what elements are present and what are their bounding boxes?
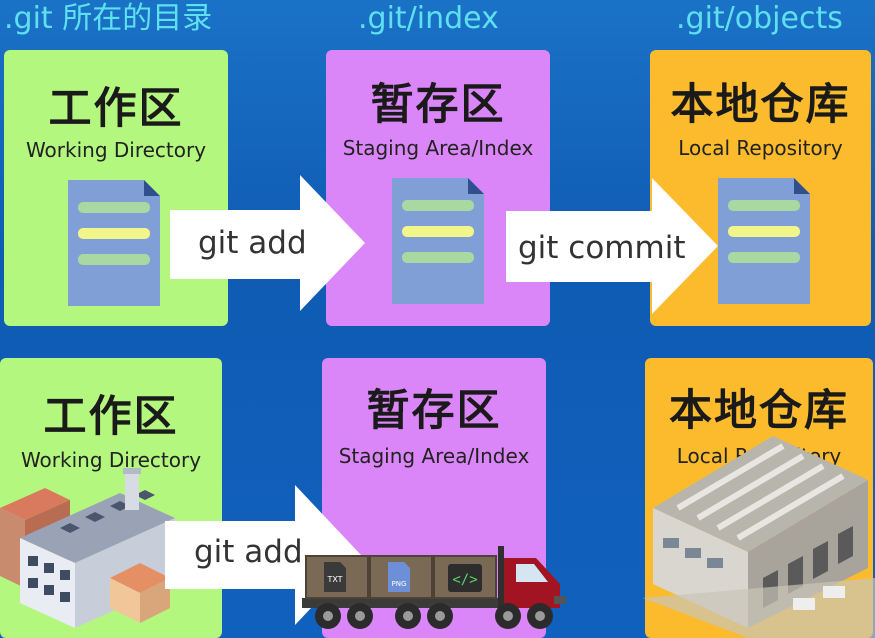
bottom-working-title: 工作区 [0,382,222,444]
crate-txt-label: TXT [326,575,342,584]
index-header: .git/index [358,0,499,38]
document-icon [392,178,484,304]
top-repo-title: 本地仓库 [650,70,871,132]
bottom-staging-title: 暂存区 [322,376,546,438]
document-icon [68,180,160,306]
top-staging-subtitle: Staging Area/Index [326,136,550,160]
warehouse-icon [643,428,875,638]
git-add-label: git add [194,534,303,570]
working-dir-header: .git 所在的目录 [4,0,212,38]
top-repo-subtitle: Local Repository [650,136,871,160]
top-working-title: 工作区 [4,74,228,136]
crate-png-label: PNG [392,580,407,588]
git-commit-label: git commit [518,230,685,266]
top-working-subtitle: Working Directory [4,138,228,162]
top-staging-title: 暂存区 [326,70,550,132]
truck-icon: TXT PNG </> [298,538,570,633]
git-add-label: git add [198,225,307,261]
bottom-staging-subtitle: Staging Area/Index [322,444,546,468]
crate-code-label: </> [452,572,477,588]
document-icon [718,178,810,304]
objects-header: .git/objects [676,0,843,38]
